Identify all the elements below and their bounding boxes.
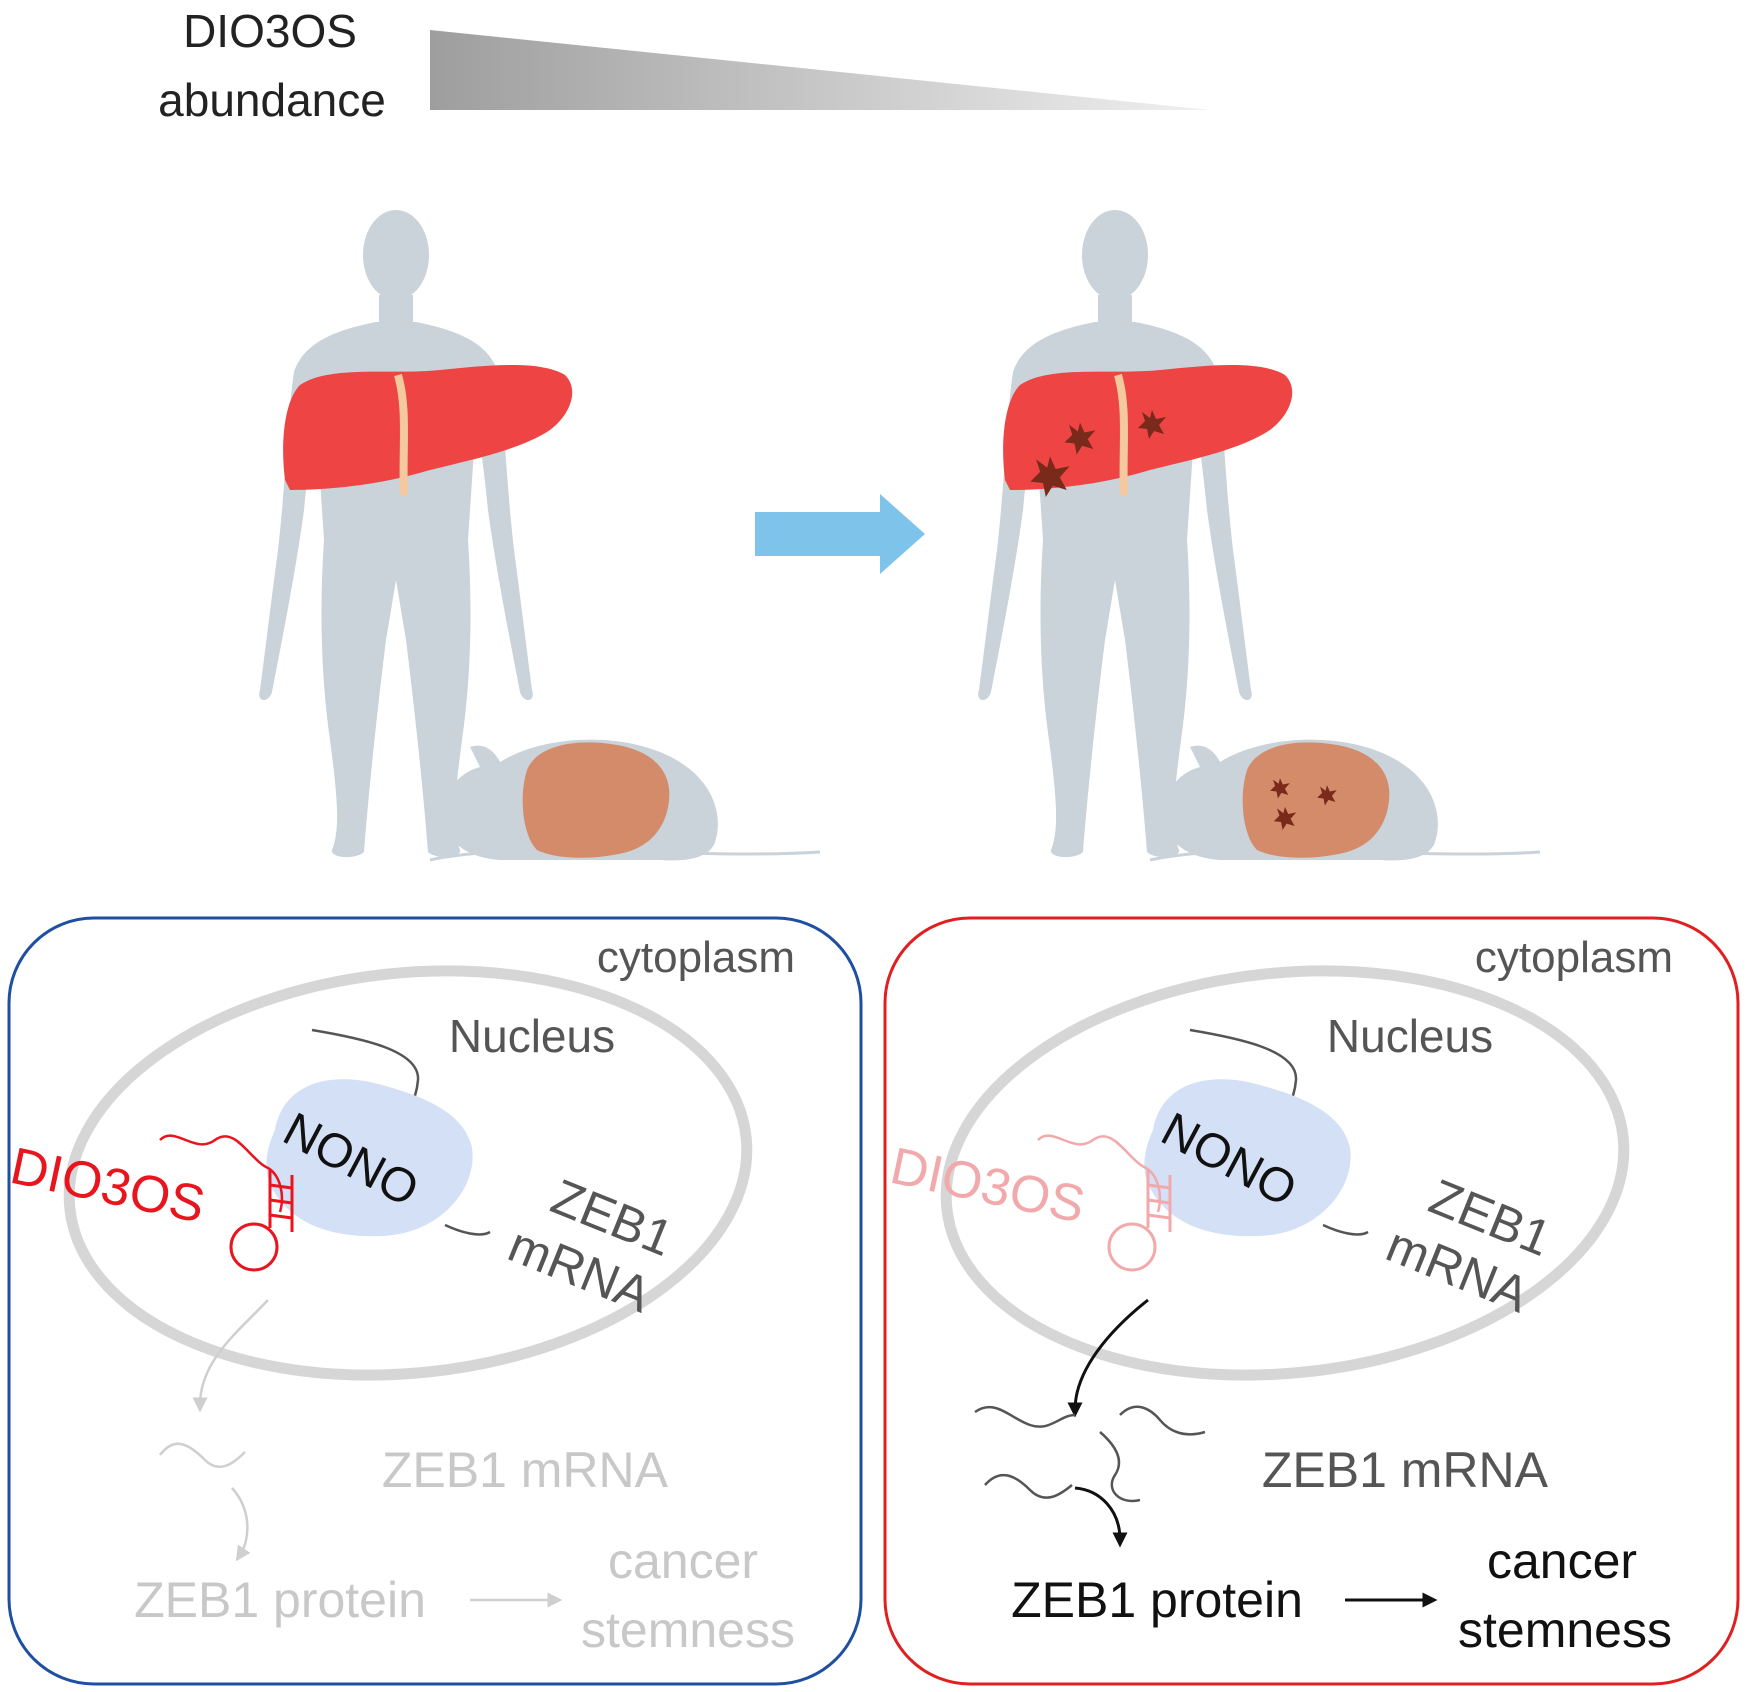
right-dio3os-rna-icon [1037,1134,1172,1272]
healthy-mouse-liver-icon [522,742,670,858]
left-cancer-label: cancer [608,1533,758,1589]
healthy-human-liver-icon [283,365,573,496]
right-cytoplasm-label: cytoplasm [1475,933,1673,982]
left-dio3os-label: DIO3OS [6,1137,210,1235]
tumor-illustration [978,210,1541,862]
right-panel: cytoplasm Nucleus NONO DIO3OS ZEB1 mRNA … [883,916,1740,1686]
right-cancer-label: cancer [1487,1533,1637,1589]
abundance-gradient-wedge [430,30,1210,110]
left-mrna-tether [444,1223,491,1236]
right-nucleus-membrane [940,965,1630,1381]
left-panel: cytoplasm Nucleus NONO DIO3OS ZEB1 mRNA … [6,916,863,1686]
right-export-arrow [1067,1298,1149,1418]
abundance-label-line2: abundance [158,74,386,126]
healthy-illustration [259,210,821,862]
left-zeb1-mrna-cyto-label: ZEB1 mRNA [382,1442,669,1498]
left-cytoplasm-label: cytoplasm [597,933,795,982]
left-panel-border [7,916,863,1686]
left-nono-protein-blob [266,1079,473,1237]
abundance-header: DIO3OS abundance [158,5,1210,126]
left-translation-arrow [231,1487,251,1562]
left-stemness-label: stemness [581,1602,795,1658]
tumor-human-liver-icon [1003,365,1293,496]
right-stemness-label: stemness [1458,1602,1672,1658]
left-nucleus-label: Nucleus [449,1010,615,1062]
left-export-arrow [192,1299,269,1413]
left-cytoplasmic-mrna-squiggle [159,1442,246,1468]
right-translation-arrow [1074,1486,1128,1548]
right-zeb1-protein-label: ZEB1 protein [1011,1572,1303,1628]
tumor-mouse-liver-icon [1242,742,1390,858]
transition-arrow-icon [755,494,925,574]
right-panel-border [883,916,1740,1686]
right-nucleus-label: Nucleus [1327,1010,1493,1062]
left-nucleus-membrane [63,965,753,1381]
left-zeb1-protein-label: ZEB1 protein [134,1572,426,1628]
right-cytoplasmic-mrna-squiggles [974,1405,1206,1503]
right-mrna-tether [1322,1223,1369,1236]
right-dio3os-label: DIO3OS [886,1137,1090,1235]
left-dio3os-rna-icon [159,1134,294,1272]
right-nono-protein-blob [1144,1079,1351,1237]
right-zeb1-mrna-cyto-label: ZEB1 mRNA [1262,1442,1549,1498]
abundance-label-line1: DIO3OS [183,5,357,57]
